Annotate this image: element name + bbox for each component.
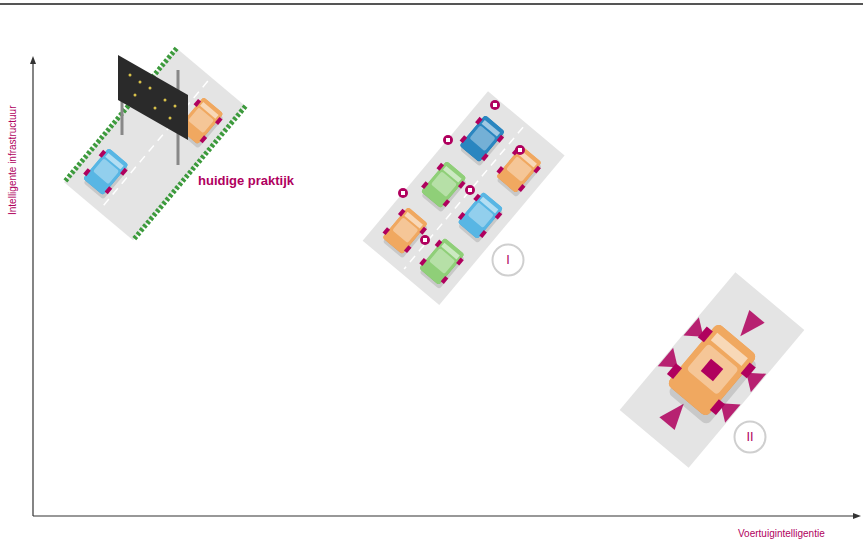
gantry-sign — [118, 55, 188, 165]
road-scene — [64, 48, 245, 240]
annotation: Voertuigintelligentie — [738, 528, 825, 539]
numbered-circle: II — [733, 420, 767, 454]
axis-label: Intelligente infrastructuur — [7, 105, 18, 215]
connection-markers — [398, 100, 525, 245]
numbered-circle: I — [491, 243, 525, 277]
callout-number: II — [746, 430, 753, 444]
callout-number: I — [506, 253, 510, 267]
road-scene — [363, 91, 565, 305]
road-scene — [620, 272, 805, 468]
annotation: huidige praktijk — [198, 173, 294, 188]
top-rule — [0, 3, 863, 5]
